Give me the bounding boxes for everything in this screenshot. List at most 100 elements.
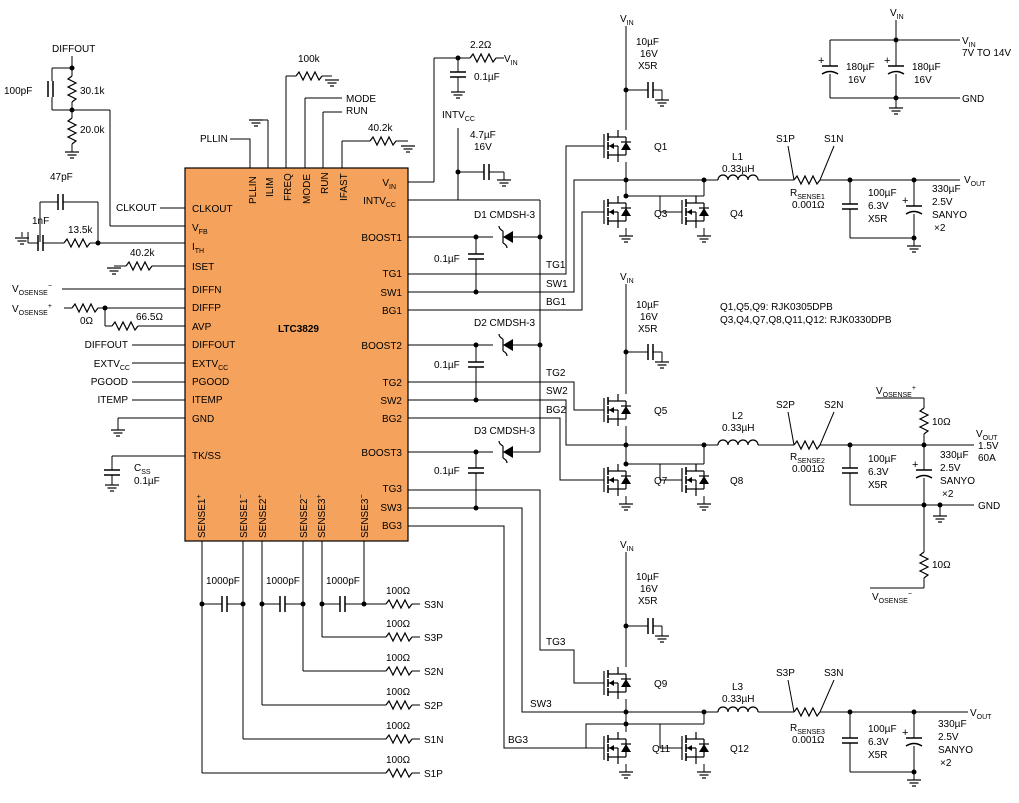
power-stage-3: VIN 10µF 16V X5R Q9 Q11 Q12 L3 0. (585, 540, 992, 787)
r-40k2-label: 40.2k (130, 248, 155, 259)
pgood-net-left: PGOOD (91, 377, 128, 388)
r-2r2-label: 2.2Ω (470, 40, 492, 51)
pol3-count: ×2 (940, 758, 952, 769)
s1p-top: S1P (776, 134, 795, 145)
sense-r2-label: 100Ω (386, 619, 411, 630)
cout2-val: 100µF (868, 454, 897, 465)
pin-diffout: DIFFOUT (192, 340, 235, 351)
pllin-net: PLLIN (200, 134, 228, 145)
s3n-label: S3N (424, 600, 443, 611)
input-caps: VIN 180µF 16V 180µF 16V VIN 7V TO 14V GN… (817, 8, 1011, 115)
pin-tg1: TG1 (383, 269, 403, 280)
pin-bg3: BG3 (382, 521, 402, 532)
pin-vfb: VFB (192, 223, 208, 236)
pin-tg2: TG2 (383, 378, 403, 389)
top-network: PLLIN 100k MODE RUN 40.2k 2.2Ω VIN (200, 40, 518, 201)
sense-r6-label: 100Ω (386, 755, 411, 766)
gnd-input: GND (962, 94, 984, 105)
s3p-top: S3P (776, 668, 795, 679)
r-100k-label: 100k (298, 54, 321, 65)
r-20k-label: 20.0k (80, 125, 105, 136)
css-label: CSS (134, 463, 151, 476)
cin1-v: 16V (640, 49, 658, 60)
rsense1-val: 0.001Ω (792, 200, 825, 211)
s1n-label: S1N (424, 735, 443, 746)
sense-cap3-label: 1000pF (326, 576, 360, 587)
r10a-label: 10Ω (932, 417, 951, 428)
extvcc-net-left: EXTVCC (94, 359, 130, 372)
pin-pgood: PGOOD (192, 377, 229, 388)
r-40k2b-label: 40.2k (368, 123, 393, 134)
s2p-label: S2P (424, 701, 443, 712)
l1-name: L1 (732, 152, 744, 163)
ic-right-pins: VIN INTVCC BOOST1 TG1 SW1 BG1 BOOST2 TG2… (361, 178, 402, 532)
ic-bottom-pins: SENSE1+ SENSE1− SENSE2+ SENSE2− SENSE3+ … (196, 494, 371, 538)
pin-boost3: BOOST3 (361, 448, 402, 459)
cin-bulk2-v: 16V (914, 75, 932, 86)
cin2-type: X5R (638, 324, 657, 335)
boost-network: D1 CMDSH-3 0.1µF D2 CMDSH-3 0.1µF D3 CMD… (408, 145, 626, 749)
tg1-net: TG1 (546, 260, 566, 271)
cin1-val: 10µF (636, 37, 659, 48)
pol3-v: 2.5V (938, 732, 959, 743)
vin-ch2: VIN (620, 272, 634, 285)
l3-val: 0.33µH (722, 694, 754, 705)
cin-bulk2-val: 180µF (912, 62, 941, 73)
pin-ilim: ILIM (265, 178, 276, 197)
pin-sense3n: SENSE3− (359, 494, 371, 538)
s2n-top: S2N (824, 400, 843, 411)
cin2-v: 16V (640, 312, 658, 323)
pol2-val: 330µF (940, 450, 969, 461)
vout-main-name: VOUT (976, 429, 998, 442)
cout1-val: 100µF (868, 188, 897, 199)
ic-name: LTC3829 (278, 324, 319, 335)
pol1-v: 2.5V (932, 197, 953, 208)
sense-cap1-label: 1000pF (206, 576, 240, 587)
pin-sense3p: SENSE3+ (316, 494, 328, 538)
power-stage-1: VIN 10µF 16V X5R Q1 Q3 Q4 L1 0.33µH (596, 14, 986, 253)
pin-sense2p: SENSE2+ (257, 494, 269, 538)
pin-tkss: TK/SS (192, 451, 221, 462)
sense-cap2-label: 1000pF (266, 576, 300, 587)
mosfet-note-2: Q3,Q4,Q7,Q8,Q11,Q12: RJK0330DPB (720, 315, 892, 326)
q7-label: Q7 (654, 476, 668, 487)
pol2-type: SANYO (940, 476, 975, 487)
pol2-v: 2.5V (940, 463, 961, 474)
vosense-minus-left: VOSENSE− (12, 283, 52, 297)
l2-name: L2 (732, 411, 744, 422)
cout3-type: X5R (868, 750, 887, 761)
pol1-val: 330µF (932, 184, 961, 195)
c-4u7-label: 4.7µF (470, 130, 496, 141)
vin-range-name: VIN (962, 36, 976, 49)
s1n-top: S1N (824, 134, 843, 145)
vosense-minus-right: VOSENSE− (872, 591, 912, 605)
ic-top-pins: PLLIN ILIM FREQ MODE RUN IFAST (248, 172, 350, 204)
q1-label: Q1 (654, 142, 668, 153)
run-net: RUN (346, 106, 368, 117)
ltc3829-ic (184, 167, 409, 542)
intvcc-top-label: INTVCC (442, 110, 475, 123)
sense-r4-label: 100Ω (386, 687, 411, 698)
c-1nf-label: 1nF (32, 216, 49, 227)
pin-itemp: ITEMP (192, 395, 223, 406)
vout-main-v: 1.5V (978, 441, 999, 452)
c-4u7-voltage: 16V (474, 142, 492, 153)
pin-ifast: IFAST (339, 173, 350, 201)
pin-diffn: DIFFN (192, 285, 221, 296)
cin-bulk1-val: 180µF (846, 62, 875, 73)
s2p-top: S2P (776, 400, 795, 411)
itemp-net-left: ITEMP (97, 395, 128, 406)
cout3-val: 100µF (868, 724, 897, 735)
pin-diffp: DIFFP (192, 303, 221, 314)
q12-label: Q12 (730, 744, 749, 755)
r-66k5-label: 66.5Ω (136, 312, 163, 323)
rsense2-val: 0.001Ω (792, 464, 825, 475)
q9-label: Q9 (654, 679, 668, 690)
vout-main-a: 60A (978, 453, 996, 464)
tg2-net: TG2 (546, 368, 566, 379)
gnd-out-label: GND (978, 501, 1000, 512)
vin-ch3: VIN (620, 540, 634, 553)
cout1-v: 6.3V (868, 201, 889, 212)
pin-pllin: PLLIN (248, 176, 259, 204)
